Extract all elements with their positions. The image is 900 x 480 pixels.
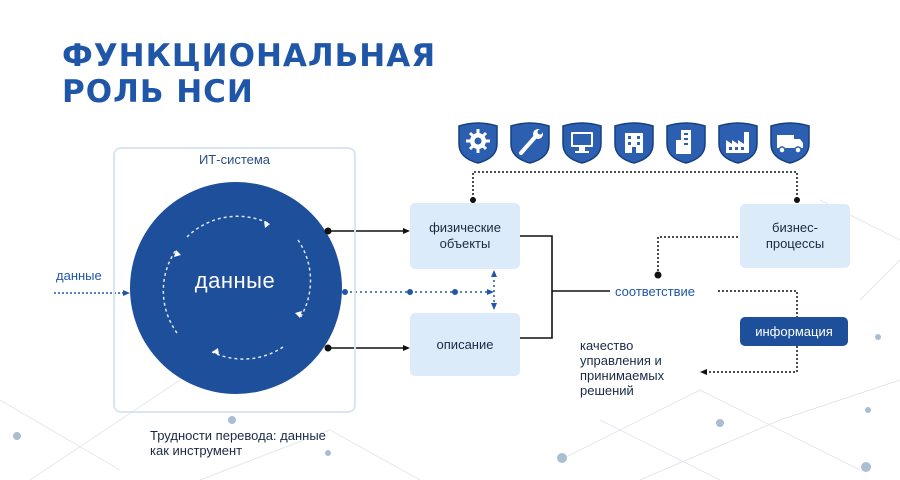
business-processes-box: бизнес-процессы <box>740 204 850 268</box>
page-title: ФУНКЦИОНАЛЬНАЯ РОЛЬ НСИ <box>62 38 436 110</box>
physical-objects-box: физические объекты <box>410 203 520 269</box>
factory-icon <box>716 122 760 164</box>
solid-connectors <box>328 230 610 349</box>
information-box: информация <box>740 317 848 346</box>
description-label: описание <box>436 336 494 352</box>
building-icon <box>612 122 656 164</box>
title-line-1: ФУНКЦИОНАЛЬНАЯ <box>62 38 437 74</box>
data-circle <box>130 182 342 394</box>
background-nodes <box>13 334 881 472</box>
difficulty-text: Трудности перевода: данные как инструмен… <box>150 428 326 458</box>
gear-icon <box>456 122 500 164</box>
it-system-frame <box>113 147 356 413</box>
circle-to-boxes-arrow <box>345 275 495 305</box>
physical-objects-label: физические объекты <box>429 220 501 251</box>
information-label: информация <box>755 323 833 339</box>
it-system-label: ИТ-система <box>198 152 271 167</box>
description-box: описание <box>410 313 520 376</box>
quality-text: качество управления и принимаемых решени… <box>580 338 665 398</box>
correspondence-label: соответствие <box>615 284 695 299</box>
truck-icon <box>768 122 812 164</box>
title-line-2: РОЛЬ НСИ <box>62 74 254 110</box>
data-input-label: данные <box>56 268 102 283</box>
wrench-icon <box>508 122 552 164</box>
cycle-arrowheads <box>174 221 302 355</box>
data-circle-label: данные <box>194 268 276 293</box>
dotted-connectors <box>472 171 798 373</box>
cycle-arrows <box>162 215 312 360</box>
monitor-icon <box>560 122 604 164</box>
tower-icon <box>664 122 708 164</box>
business-processes-label: бизнес-процессы <box>765 220 825 251</box>
background-network <box>0 199 900 480</box>
